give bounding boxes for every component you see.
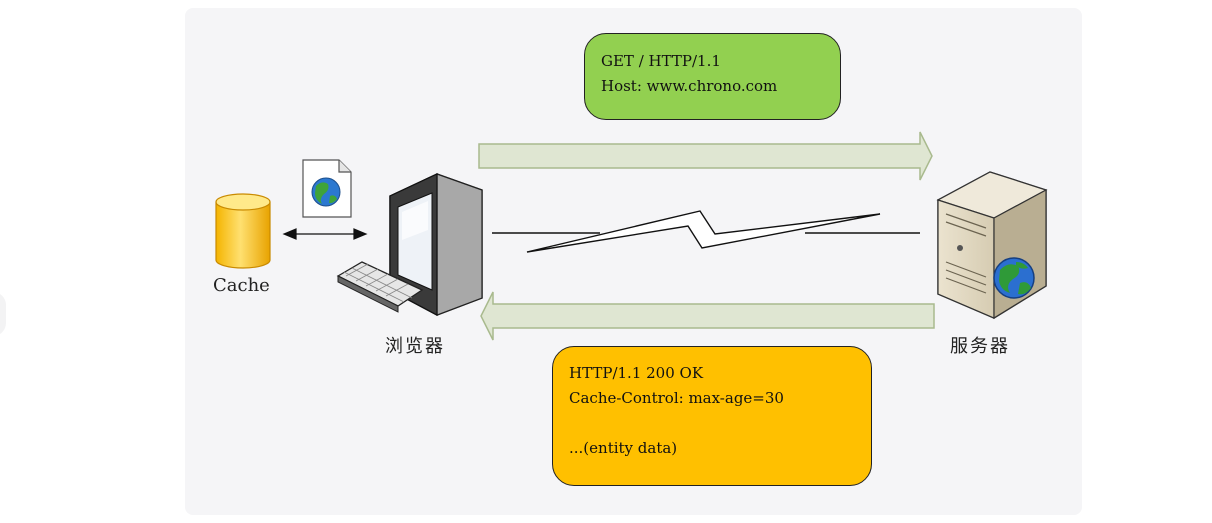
- response-arrow: [480, 291, 935, 341]
- cache-label: Cache: [213, 275, 270, 296]
- response-body: ...(entity data): [569, 439, 678, 457]
- response-message-bubble: HTTP/1.1 200 OK Cache-Control: max-age=3…: [552, 346, 872, 486]
- server-label: 服务器: [950, 336, 1010, 357]
- request-arrow: [478, 131, 933, 181]
- network-link: [492, 210, 920, 253]
- lightning-bolt-icon: [526, 210, 881, 253]
- response-cache-control-header: Cache-Control: max-age=30: [569, 389, 784, 407]
- response-status-line: HTTP/1.1 200 OK: [569, 364, 704, 382]
- browser-label: 浏览器: [385, 336, 445, 357]
- response-blank-line: ​: [569, 411, 855, 436]
- request-line: GET / HTTP/1.1: [601, 52, 721, 70]
- request-host-header: Host: www.chrono.com: [601, 77, 778, 95]
- side-handle: [0, 292, 6, 336]
- request-message-bubble: GET / HTTP/1.1 Host: www.chrono.com: [584, 33, 841, 120]
- cache-link-arrow: [282, 228, 368, 240]
